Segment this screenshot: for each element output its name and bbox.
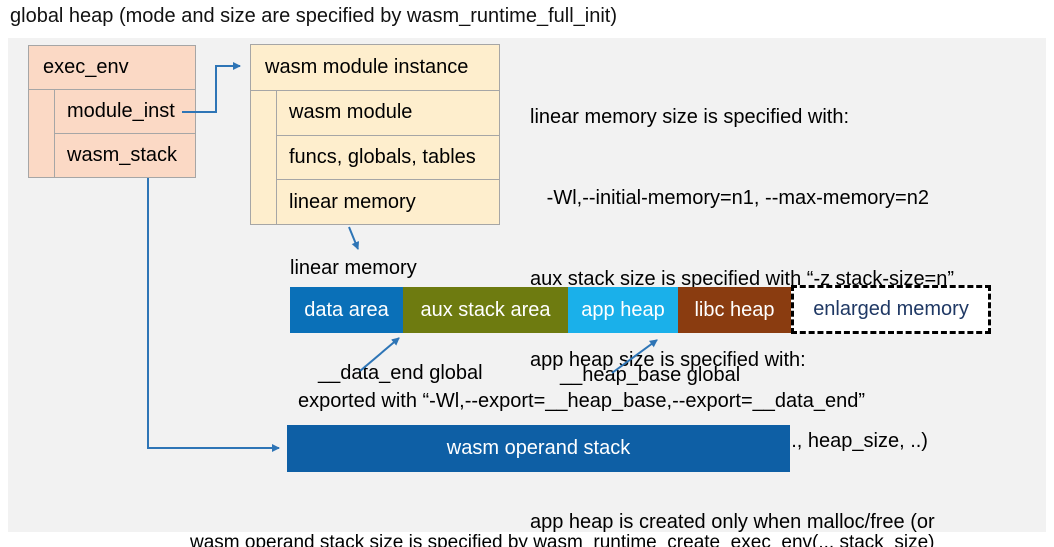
- instance-row-wasm-module: wasm module: [289, 101, 413, 124]
- linear-memory-label: linear memory: [290, 257, 417, 279]
- note-line: aux stack size is specified with “-z sta…: [530, 268, 955, 290]
- segment-data-area: data area: [290, 287, 403, 333]
- segment-libc-heap: libc heap: [678, 287, 791, 333]
- instance-row-linear-memory: linear memory: [277, 179, 499, 224]
- exec-env-box: exec_env module_inst wasm_stack: [28, 45, 196, 178]
- exec-env-row-module-inst: module_inst: [67, 100, 175, 122]
- segment-aux-stack-area: aux stack area: [403, 287, 568, 333]
- exec-env-rows: module_inst wasm_stack: [54, 90, 195, 177]
- note-line: -Wl,--initial-memory=n1, --max-memory=n2: [530, 187, 929, 209]
- segment-enlarged-memory: enlarged memory: [791, 285, 991, 334]
- segment-app-heap: app heap: [568, 287, 678, 333]
- wasm-module-instance-box: wasm module instance wasm module funcs, …: [250, 44, 500, 225]
- note-line: app heap is created only when malloc/fre…: [530, 511, 935, 533]
- heap-base-global-label: __heap_base global: [560, 364, 741, 386]
- page-title: global heap (mode and size are specified…: [10, 5, 617, 27]
- note-line: linear memory size is specified with:: [530, 106, 849, 128]
- footer-line: wasm operand stack size is specified by …: [190, 532, 935, 547]
- footer-note: wasm operand stack size is specified by …: [190, 478, 935, 547]
- wasm-module-instance-header: wasm module instance: [251, 45, 499, 91]
- instance-row-funcs-globals-tables: funcs, globals, tables: [277, 134, 499, 180]
- exported-with-label: exported with “-Wl,--export=__heap_base,…: [298, 390, 865, 412]
- data-end-global-label: __data_end global: [318, 362, 483, 384]
- exec-env-row-wasm-stack: wasm_stack: [55, 133, 195, 177]
- wasm-operand-stack-bar: wasm operand stack: [287, 425, 790, 472]
- exec-env-header: exec_env: [29, 46, 195, 90]
- wasm-module-instance-rows: wasm module funcs, globals, tables linea…: [276, 91, 499, 224]
